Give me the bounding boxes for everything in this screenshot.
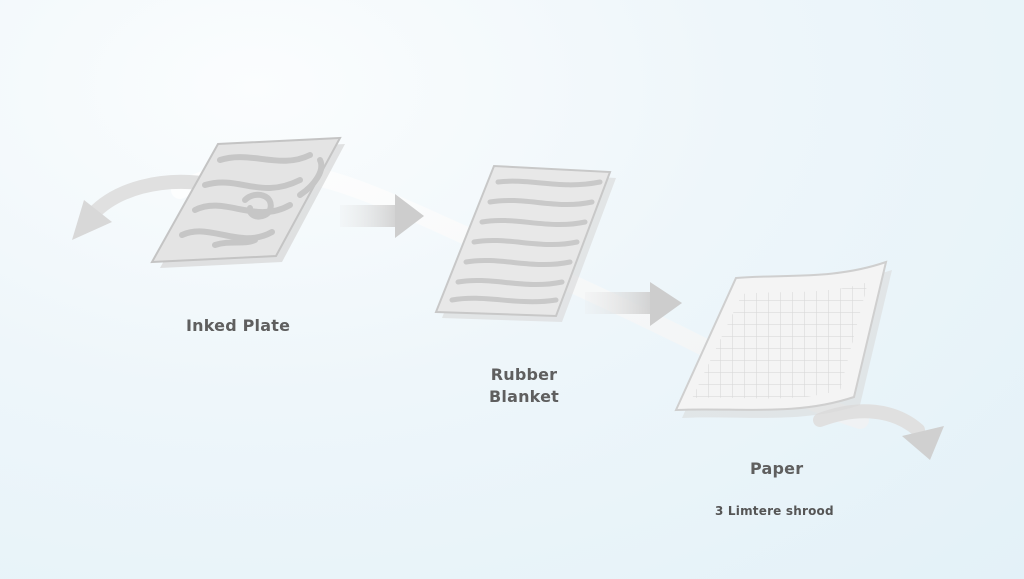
arrow-plate-to-blanket-icon [340,194,424,238]
rubber-blanket-label-line1: Rubber [490,365,558,384]
arrow-blanket-to-paper-icon [585,282,682,326]
right-exit-arrow [813,404,944,460]
paper-icon [674,260,892,418]
caption-text: 3 Limtere shrood [715,504,834,518]
rubber-blanket-label-line2: Blanket [489,387,559,406]
paper-label: Paper [750,459,804,478]
inked-plate-label: Inked Plate [186,316,291,335]
inked-plate-icon [150,136,345,268]
rubber-blanket-icon [434,164,616,322]
rubber-blanket-label: Rubber Blanket [484,364,564,408]
